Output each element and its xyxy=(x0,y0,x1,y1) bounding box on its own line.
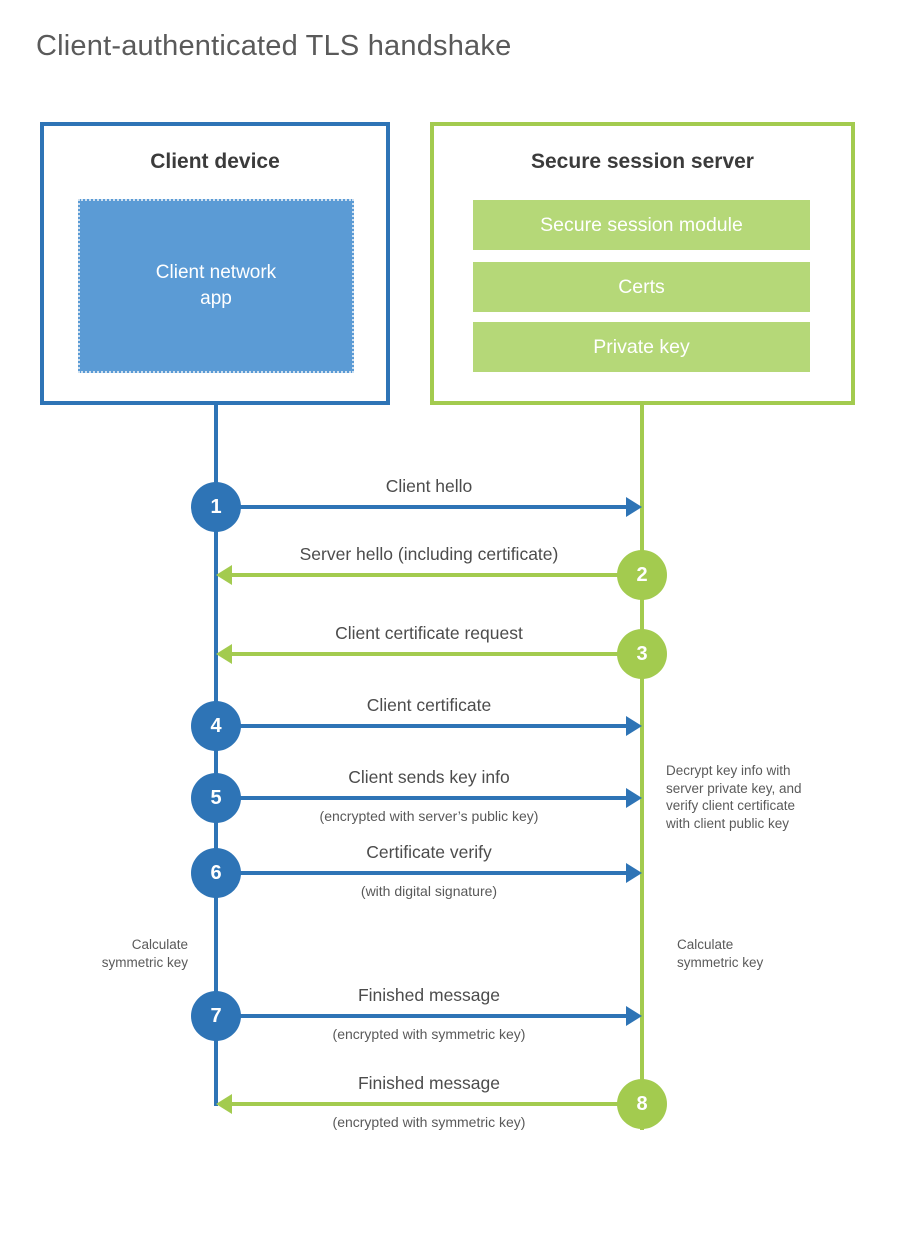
calculate-symmetric-key-note-client: Calculate symmetric key xyxy=(101,937,188,970)
arrow-shaft xyxy=(216,505,629,509)
arrow-shaft xyxy=(216,796,629,800)
client-device-header: Client device xyxy=(150,150,280,173)
arrow-right-icon xyxy=(626,716,642,736)
step-sublabel: (encrypted with server’s public key) xyxy=(319,808,539,824)
arrow-left-icon xyxy=(216,644,232,664)
message-arrow-right xyxy=(216,1006,642,1026)
step-label: Finished message xyxy=(357,1073,501,1093)
secure-session-server-box: Secure session server Secure session mod… xyxy=(430,122,855,405)
step-number-badge: 3 xyxy=(617,629,667,679)
arrow-shaft xyxy=(229,1102,642,1106)
arrow-shaft xyxy=(216,1014,629,1018)
step-label: Client sends key info xyxy=(348,767,510,787)
page-title: Client-authenticated TLS handshake xyxy=(36,30,512,62)
step-number-badge: 6 xyxy=(191,848,241,898)
arrow-right-icon xyxy=(626,497,642,517)
step-sublabel: (encrypted with symmetric key) xyxy=(332,1114,526,1130)
server-module-bar: Certs xyxy=(473,262,810,312)
message-arrow-right xyxy=(216,497,642,517)
step-number-badge: 4 xyxy=(191,701,241,751)
decrypt-note: Decrypt key info with server private key… xyxy=(666,763,802,831)
arrow-right-icon xyxy=(626,1006,642,1026)
calculate-symmetric-key-note-server: Calculate symmetric key xyxy=(677,937,764,970)
client-network-app-label: Client network app xyxy=(155,262,277,309)
server-lifeline xyxy=(640,401,644,1130)
message-arrow-right xyxy=(216,716,642,736)
step-label: Client certificate xyxy=(366,695,492,715)
arrow-shaft xyxy=(216,871,629,875)
message-arrow-right xyxy=(216,788,642,808)
step-number-badge: 5 xyxy=(191,773,241,823)
step-number-badge: 8 xyxy=(617,1079,667,1129)
arrow-shaft xyxy=(229,652,642,656)
client-network-app-box: Client network app xyxy=(78,199,354,373)
step-label: Client hello xyxy=(385,476,473,496)
step-label: Certificate verify xyxy=(366,842,492,862)
arrow-shaft xyxy=(216,724,629,728)
arrow-left-icon xyxy=(216,565,232,585)
step-sublabel: (encrypted with symmetric key) xyxy=(332,1026,526,1042)
secure-session-server-header: Secure session server xyxy=(531,150,754,173)
message-arrow-right xyxy=(216,863,642,883)
server-module-bar: Secure session module xyxy=(473,200,810,250)
arrow-right-icon xyxy=(626,788,642,808)
step-number-badge: 1 xyxy=(191,482,241,532)
arrow-left-icon xyxy=(216,1094,232,1114)
step-label: Finished message xyxy=(357,985,501,1005)
step-label: Client certificate request xyxy=(335,623,523,643)
arrow-right-icon xyxy=(626,863,642,883)
step-number-badge: 7 xyxy=(191,991,241,1041)
client-lifeline xyxy=(214,403,218,1106)
step-number-badge: 2 xyxy=(617,550,667,600)
client-device-box: Client device Client network app xyxy=(40,122,390,405)
message-arrow-left xyxy=(216,565,642,585)
message-arrow-left xyxy=(216,644,642,664)
server-module-bar: Private key xyxy=(473,322,810,372)
step-sublabel: (with digital signature) xyxy=(360,883,498,899)
step-label: Server hello (including certificate) xyxy=(299,544,559,564)
message-arrow-left xyxy=(216,1094,642,1114)
arrow-shaft xyxy=(229,573,642,577)
